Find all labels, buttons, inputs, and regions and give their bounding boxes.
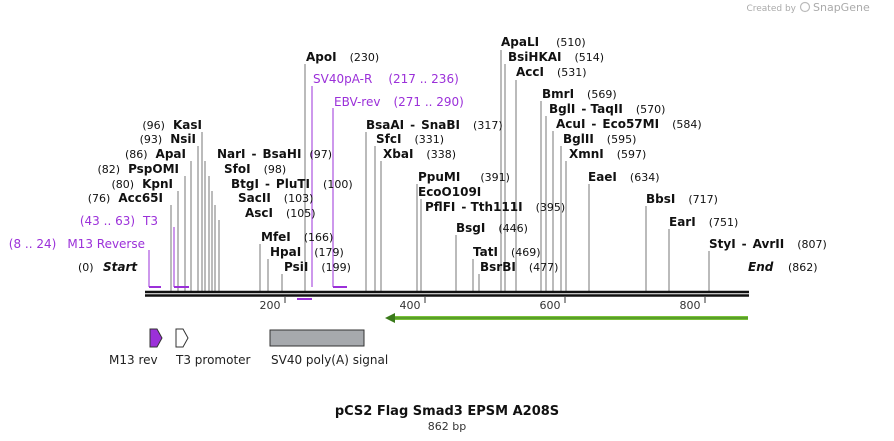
site-label: AccI(531) — [516, 65, 587, 79]
ruler-ticks — [284, 297, 706, 303]
primer-leader-lines — [148, 86, 334, 287]
primer-label-t3: (43 .. 63)T3 — [80, 214, 158, 228]
site-label: BglI-TaqII(570) — [549, 102, 665, 116]
site-leader-lines — [170, 50, 710, 291]
sequence-backbone — [145, 290, 749, 297]
site-label: PflFI-Tth111I(395) — [425, 200, 565, 214]
site-label: BtgI-PluTI(100) — [231, 177, 353, 191]
site-label: (76)Acc65I — [88, 191, 163, 205]
site-label: SfcI(331) — [376, 132, 444, 146]
site-label: EarI(751) — [669, 215, 738, 229]
site-label: TatI(469) — [473, 245, 541, 259]
primer-label-m13-reverse: (8 .. 24)M13 Reverse — [9, 237, 145, 251]
site-label: (86)ApaI — [125, 147, 186, 161]
primer-bars — [149, 286, 347, 300]
map-title: pCS2 Flag Smad3 EPSM A208S — [335, 404, 559, 419]
site-label: HpaI(179) — [270, 245, 344, 259]
sv40-polya-box — [269, 329, 365, 347]
site-label: ApaLI(510) — [501, 35, 586, 49]
snapgene-logo-icon — [799, 1, 811, 13]
site-label: (96)KasI — [142, 118, 202, 132]
site-label: NarI-BsaHI(97) — [217, 147, 332, 161]
site-label: AcuI-Eco57MI(584) — [556, 117, 702, 131]
site-label: SfoI(98) — [224, 162, 286, 176]
site-label: StyI-AvrII(807) — [709, 237, 827, 251]
site-label: (80)KpnI — [112, 177, 174, 191]
feature-label-m13-rev: M13 rev — [109, 353, 158, 367]
end-label: End — [748, 260, 774, 274]
t3-promoter-arrow-icon — [175, 328, 189, 348]
primer-label-ebv-rev: EBV-rev(271 .. 290) — [334, 95, 464, 109]
credit-prefix: Created by — [746, 4, 796, 14]
site-label: (82)PspOMI — [97, 162, 179, 176]
map-length: 862 bp — [428, 420, 466, 433]
credit-brand: SnapGene — [813, 1, 870, 14]
site-label: AscI(105) — [245, 206, 316, 220]
site-label: BsaAI-SnaBI(317) — [366, 118, 503, 132]
site-label: XbaI(338) — [383, 147, 456, 161]
site-label: (93)NsiI — [140, 132, 196, 146]
site-label: BglII(595) — [563, 132, 636, 146]
ruler-tick-600: 600 — [540, 299, 561, 312]
ruler-tick-800: 800 — [680, 299, 701, 312]
site-label: XmnI(597) — [569, 147, 646, 161]
start-label: Start — [103, 260, 138, 274]
site-label: EaeI(634) — [588, 170, 660, 184]
ruler-tick-400: 400 — [400, 299, 421, 312]
site-label: PsiI(199) — [284, 260, 351, 274]
site-label: MfeI(166) — [261, 230, 333, 244]
site-label: BbsI(717) — [646, 192, 718, 206]
m13-rev-arrow-icon — [149, 328, 163, 348]
end-position: (862) — [788, 261, 818, 274]
site-label: ApoI(230) — [306, 50, 379, 64]
site-label: PpuMI(391) — [418, 170, 510, 184]
feature-label-t3-promoter: T3 promoter — [175, 353, 251, 367]
site-label: BmrI(569) — [542, 87, 617, 101]
snapgene-credit: Created by SnapGene — [746, 1, 869, 14]
ruler-tick-200: 200 — [260, 299, 281, 312]
site-label: BsiHKAI(514) — [508, 50, 604, 64]
site-label: BsgI(446) — [456, 221, 528, 235]
site-label: BsrBI(477) — [480, 260, 558, 274]
site-label: EcoO109I — [418, 185, 481, 199]
feature-label-sv40-polya: SV40 poly(A) signal — [271, 353, 388, 367]
primer-label-sv40pa-r: SV40pA-R(217 .. 236) — [313, 72, 459, 86]
site-label: SacII(103) — [238, 191, 313, 205]
start-position: (0) — [78, 261, 94, 274]
feature-green-arrow — [385, 313, 748, 323]
